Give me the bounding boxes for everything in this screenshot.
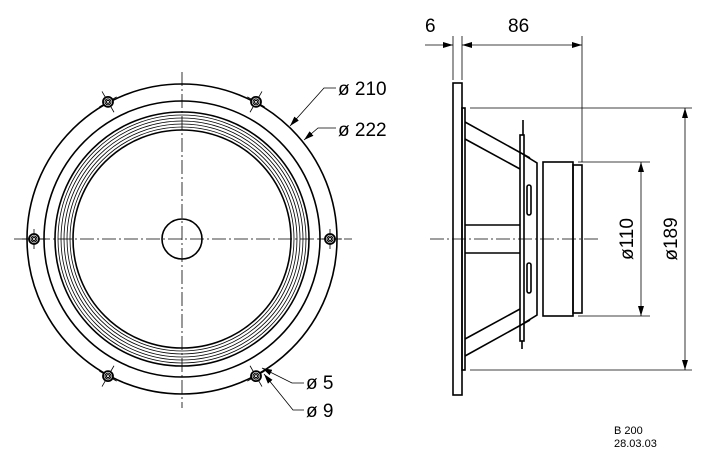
dim-depth-86: 86 (508, 16, 529, 37)
surround-rings (54, 111, 310, 367)
dim-diameter-9: ø 9 (306, 401, 333, 422)
mounting-hole (247, 91, 265, 113)
leader-5 (261, 367, 304, 384)
mounting-hole (247, 365, 265, 387)
frame-dimension: ø189 (470, 107, 692, 371)
magnet-dimension: ø110 (578, 161, 650, 317)
dim-diameter-222: ø 222 (338, 120, 387, 141)
dim-diameter-189: ø189 (661, 217, 682, 260)
dim-flange-6: 6 (425, 16, 436, 37)
dim-diameter-210: ø 210 (338, 79, 387, 100)
mounting-holes (22, 91, 342, 387)
dust-cap (161, 218, 203, 260)
leader-210 (289, 87, 336, 127)
front-view: ø 210 ø 222 ø 5 ø 9 (14, 72, 387, 422)
dim-diameter-5: ø 5 (306, 373, 333, 394)
back-plate (572, 164, 583, 314)
mounting-hole (22, 229, 46, 249)
date-label: 28.03.03 (614, 438, 657, 450)
depth-dimensions: 6 86 (425, 16, 583, 162)
model-label: B 200 (614, 425, 643, 437)
leader-222 (303, 127, 336, 141)
frame-plate (461, 107, 466, 371)
mounting-hole (99, 91, 117, 113)
mounting-hole (99, 365, 117, 387)
side-view: 6 86 ø110 ø189 (425, 16, 692, 396)
mounting-hole (318, 229, 342, 249)
basket (464, 120, 538, 357)
leader-9 (263, 373, 304, 411)
dim-diameter-110: ø110 (617, 218, 638, 260)
